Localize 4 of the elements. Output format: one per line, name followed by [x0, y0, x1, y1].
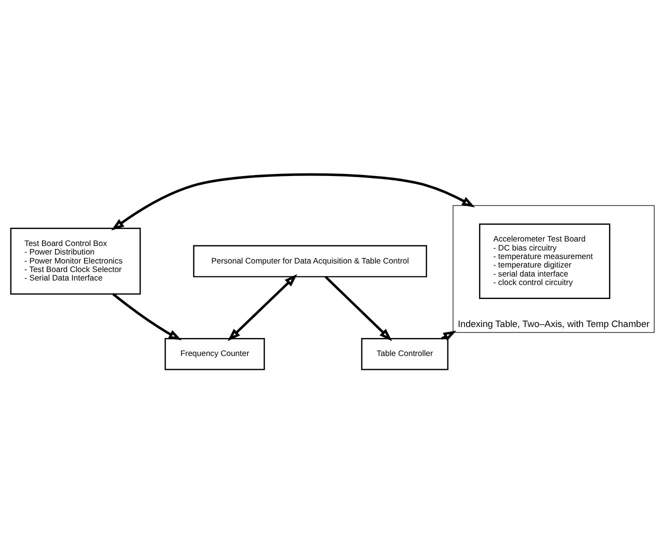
- arrow: [228, 274, 298, 342]
- arrow: [324, 276, 392, 342]
- arrow: [111, 173, 475, 231]
- arrow: [112, 293, 182, 340]
